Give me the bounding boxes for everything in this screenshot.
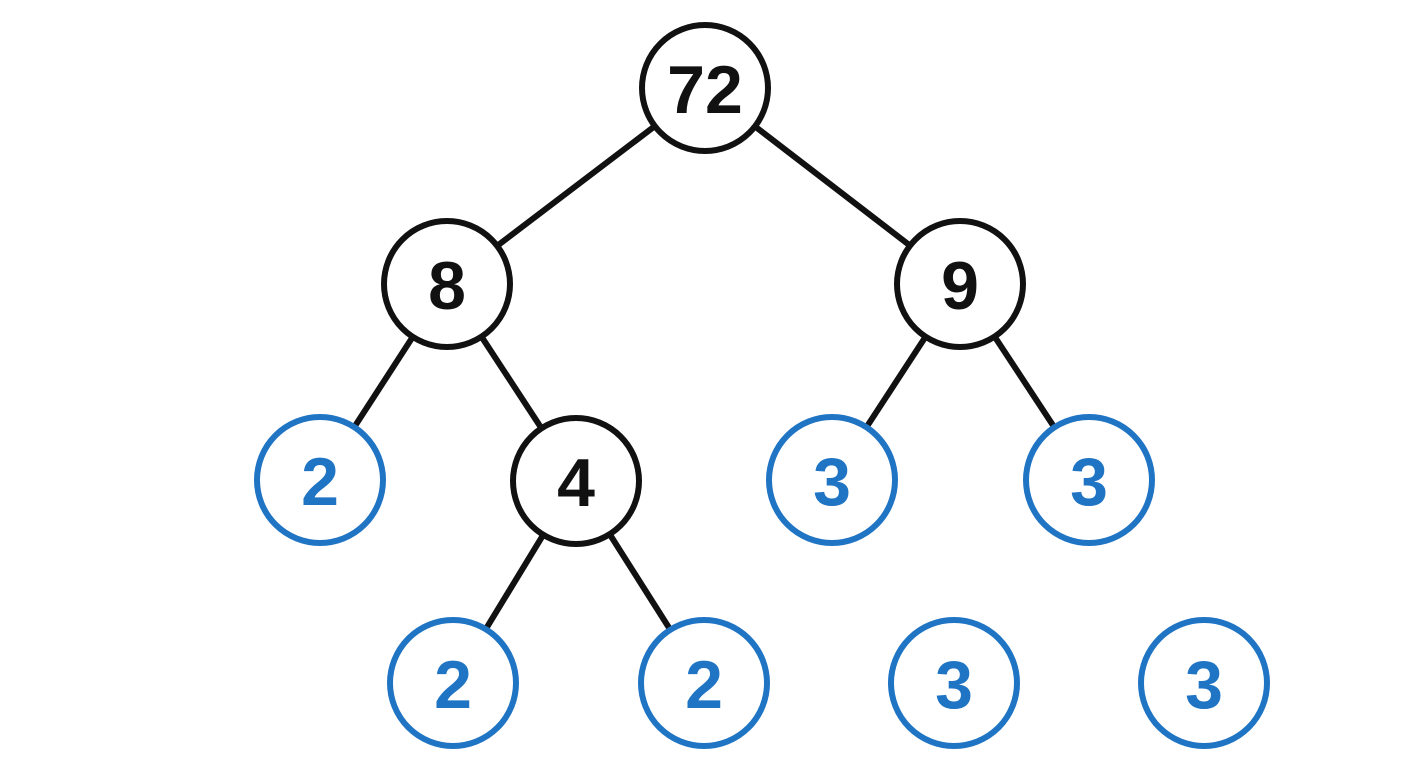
node-label: 2 <box>685 647 723 723</box>
tree-edge-n4-n2c <box>606 531 674 633</box>
node-label: 2 <box>434 647 472 723</box>
tree-edge-n4-n2b <box>482 531 547 633</box>
leaf-node-n2c: 2 <box>638 617 770 749</box>
node-circle <box>888 617 1020 749</box>
leaf-node-n3a: 3 <box>766 414 898 546</box>
node-circle <box>254 414 386 546</box>
node-label: 4 <box>557 445 595 521</box>
tree-edge-n72-n9 <box>751 123 914 249</box>
tree-edges <box>351 123 1058 633</box>
node-label: 9 <box>941 248 979 324</box>
node-circle <box>381 218 513 350</box>
node-label: 3 <box>1070 444 1108 520</box>
tree-edge-n9-n3a <box>863 333 929 431</box>
node-circle <box>387 617 519 749</box>
node-label: 3 <box>1185 647 1223 723</box>
tree-node-n9: 9 <box>894 218 1026 350</box>
leaf-node-n3d: 3 <box>1138 617 1270 749</box>
node-label: 2 <box>301 444 339 520</box>
tree-edge-n8-n4 <box>478 333 545 432</box>
node-circle <box>894 218 1026 350</box>
leaf-node-n3c: 3 <box>888 617 1020 749</box>
tree-edge-n8-n2a <box>351 333 416 431</box>
node-circle <box>1023 414 1155 546</box>
node-label: 8 <box>428 248 466 324</box>
leaf-node-n2b: 2 <box>387 617 519 749</box>
node-label: 3 <box>813 444 851 520</box>
tree-node-n72: 72 <box>639 22 771 154</box>
node-circle <box>510 415 642 547</box>
tree-node-n8: 8 <box>381 218 513 350</box>
tree-node-n4: 4 <box>510 415 642 547</box>
leaf-node-n2a: 2 <box>254 414 386 546</box>
node-circle <box>638 617 770 749</box>
tree-edge-n72-n8 <box>494 123 658 249</box>
node-label: 72 <box>667 52 743 128</box>
node-circle <box>1138 617 1270 749</box>
node-label: 3 <box>935 647 973 723</box>
tree-edge-n9-n3b <box>991 333 1058 431</box>
node-circle <box>766 414 898 546</box>
tree-nodes: 72 8 9 2 4 3 3 2 2 3 3 <box>254 22 1270 749</box>
node-circle <box>639 22 771 154</box>
leaf-node-n3b: 3 <box>1023 414 1155 546</box>
